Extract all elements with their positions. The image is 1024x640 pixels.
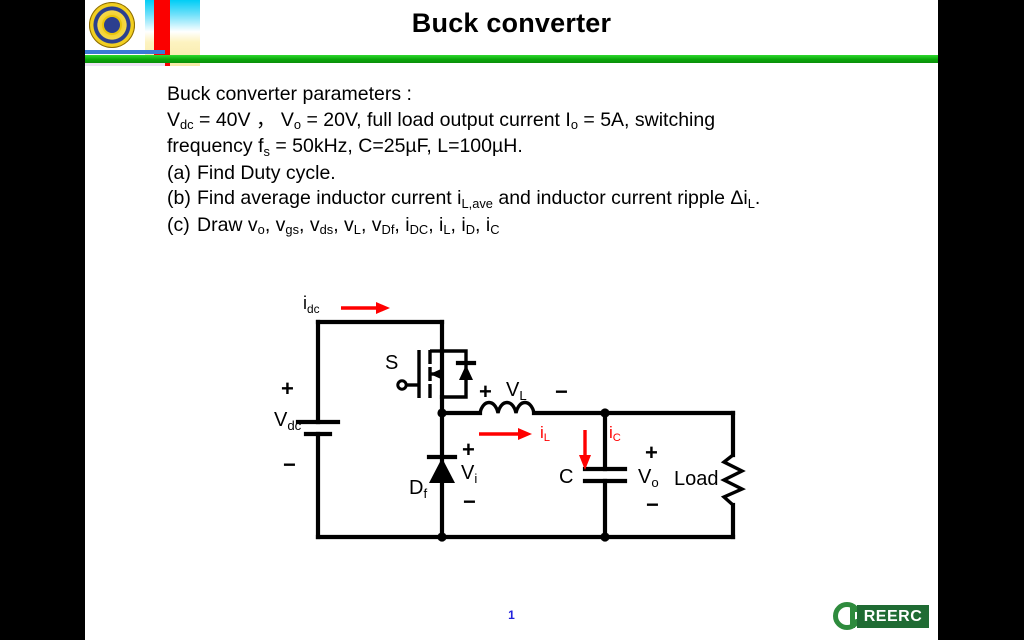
label-switch-s: S xyxy=(385,352,399,374)
label-ic: iC xyxy=(609,423,621,445)
item-c-separator: , xyxy=(450,213,462,236)
label-vi: Vi xyxy=(461,462,478,486)
item-c-separator: , xyxy=(333,213,345,236)
label-vdc-plus: + xyxy=(281,376,294,401)
item-a-text: Find Duty cycle. xyxy=(197,161,336,184)
label-vi-plus: + xyxy=(462,437,475,462)
label-vdc-minus: − xyxy=(283,452,296,477)
header-violet-line xyxy=(85,60,165,66)
io-symbol: I xyxy=(565,108,571,131)
item-b-text: Find average inductor current iL,ave and… xyxy=(197,186,760,213)
slide-header: Buck converter xyxy=(85,0,938,66)
item-c-pre: Draw xyxy=(197,213,248,236)
label-vl-minus: − xyxy=(555,379,568,404)
greerc-wordmark: REERC xyxy=(857,605,929,628)
vo-subscript: o xyxy=(293,117,302,133)
node-diode-bottom xyxy=(437,532,447,542)
item-c-var-i-D: iD xyxy=(461,213,476,238)
item-c-separator: , xyxy=(428,213,440,236)
item-b-post: . xyxy=(754,187,761,209)
fs-subscript: s xyxy=(263,143,270,159)
label-vo-plus: + xyxy=(645,440,658,465)
il-ave-subscript: L,ave xyxy=(461,195,493,211)
vo-value: = 20V, full load output current xyxy=(301,108,566,131)
item-c-var-v-L: vL xyxy=(344,213,361,238)
delta-il-subscript: L xyxy=(747,195,755,211)
label-idc: idc xyxy=(303,293,320,316)
node-switch-output xyxy=(437,408,447,418)
fs-value: = 50kHz, C=25µF, L=100µH. xyxy=(269,135,523,157)
mosfet-channel-arrow xyxy=(430,369,441,379)
item-b-marker: (b) xyxy=(167,187,191,209)
vo-symbol: V xyxy=(280,108,294,131)
vdc-subscript: dc xyxy=(180,117,194,133)
question-item-b: (b) Find average inductor current iL,ave… xyxy=(167,186,927,213)
mosfet-body-diode-triangle xyxy=(459,365,473,380)
label-vi-minus: − xyxy=(463,489,476,514)
label-vdc: Vdc xyxy=(274,409,302,433)
item-c-var-i-C: iC xyxy=(485,213,500,238)
item-b-mid: and inductor current ripple xyxy=(492,187,731,209)
greerc-g-bar xyxy=(850,605,855,628)
item-c-separator: , xyxy=(299,213,310,236)
label-diode-df: Df xyxy=(409,477,428,501)
item-a-marker: (a) xyxy=(167,161,191,184)
item-c-separator: , xyxy=(360,213,372,236)
node-capacitor-top xyxy=(600,408,610,418)
header-blue-line xyxy=(85,50,165,54)
label-vo-minus: − xyxy=(646,492,659,517)
parameters-heading: Buck converter parameters : xyxy=(167,83,412,105)
vdc-value: = 40V ， xyxy=(193,108,281,131)
parameters-line-3: frequency fs = 50kHz, C=25µF, L=100µH. xyxy=(167,134,927,161)
item-c-var-v-ds: vds xyxy=(309,213,334,238)
label-vl: VL xyxy=(506,379,527,403)
il-arrow-head xyxy=(518,428,532,440)
item-c-var-i-L: iL xyxy=(439,213,451,238)
label-il: iL xyxy=(540,423,551,445)
parameters-line-2: Vdc = 40V ， Vo = 20V, full load output c… xyxy=(167,108,927,135)
item-c-var-v-Df: vDf xyxy=(371,213,395,238)
page-title: Buck converter xyxy=(411,8,612,38)
frequency-prefix: frequency xyxy=(167,135,259,157)
mosfet-gate-terminal xyxy=(396,379,408,391)
greerc-g-notch xyxy=(847,612,863,619)
item-c-var-v-o: vo xyxy=(247,213,265,238)
item-c-separator: , xyxy=(475,213,486,236)
university-seal-logo xyxy=(89,2,135,48)
diode-triangle xyxy=(429,458,455,483)
fs-symbol: f xyxy=(258,135,264,157)
item-c-separator: , xyxy=(264,213,276,236)
item-c-var-v-gs: vgs xyxy=(275,213,300,238)
mosfet-body-diode-loop xyxy=(442,349,468,399)
io-value: = 5A, switching xyxy=(577,108,716,131)
label-vo: Vo xyxy=(638,466,659,490)
page-number: 1 xyxy=(508,608,515,622)
item-c-text: Draw vo, vgs, vds, vL, vDf, iDC, iL, iD,… xyxy=(197,213,500,240)
item-c-variable-list: vo, vgs, vds, vL, vDf, iDC, iL, iD, iC xyxy=(247,213,500,238)
greerc-logo: REERC xyxy=(833,602,931,632)
item-b-pre: Find average inductor current xyxy=(197,187,458,209)
vdc-symbol: V xyxy=(167,108,181,131)
node-capacitor-bottom xyxy=(600,532,610,542)
item-c-var-i-DC: iDC xyxy=(405,213,429,238)
slide-body-text: Buck converter parameters : Vdc = 40V ， … xyxy=(167,82,927,239)
label-capacitor-c: C xyxy=(559,466,574,488)
item-c-separator: , xyxy=(394,213,406,236)
io-subscript: o xyxy=(570,117,578,133)
header-green-bar xyxy=(85,55,938,63)
slide-canvas: Buck converter Buck converter parameters… xyxy=(85,0,938,640)
label-load: Load xyxy=(674,468,719,490)
idc-arrow-head xyxy=(376,302,390,314)
question-item-a: (a) Find Duty cycle. xyxy=(167,161,927,187)
label-vl-plus: + xyxy=(479,379,492,404)
question-item-c: (c) Draw vo, vgs, vds, vL, vDf, iDC, iL,… xyxy=(167,213,927,240)
delta-il-symbol: Δi xyxy=(730,187,748,209)
ic-arrow-head xyxy=(579,455,591,470)
header-red-stripe xyxy=(154,0,170,66)
il-ave-symbol: i xyxy=(457,187,462,209)
load-resistor-zigzag xyxy=(720,453,746,507)
item-c-marker: (c) xyxy=(167,213,190,236)
